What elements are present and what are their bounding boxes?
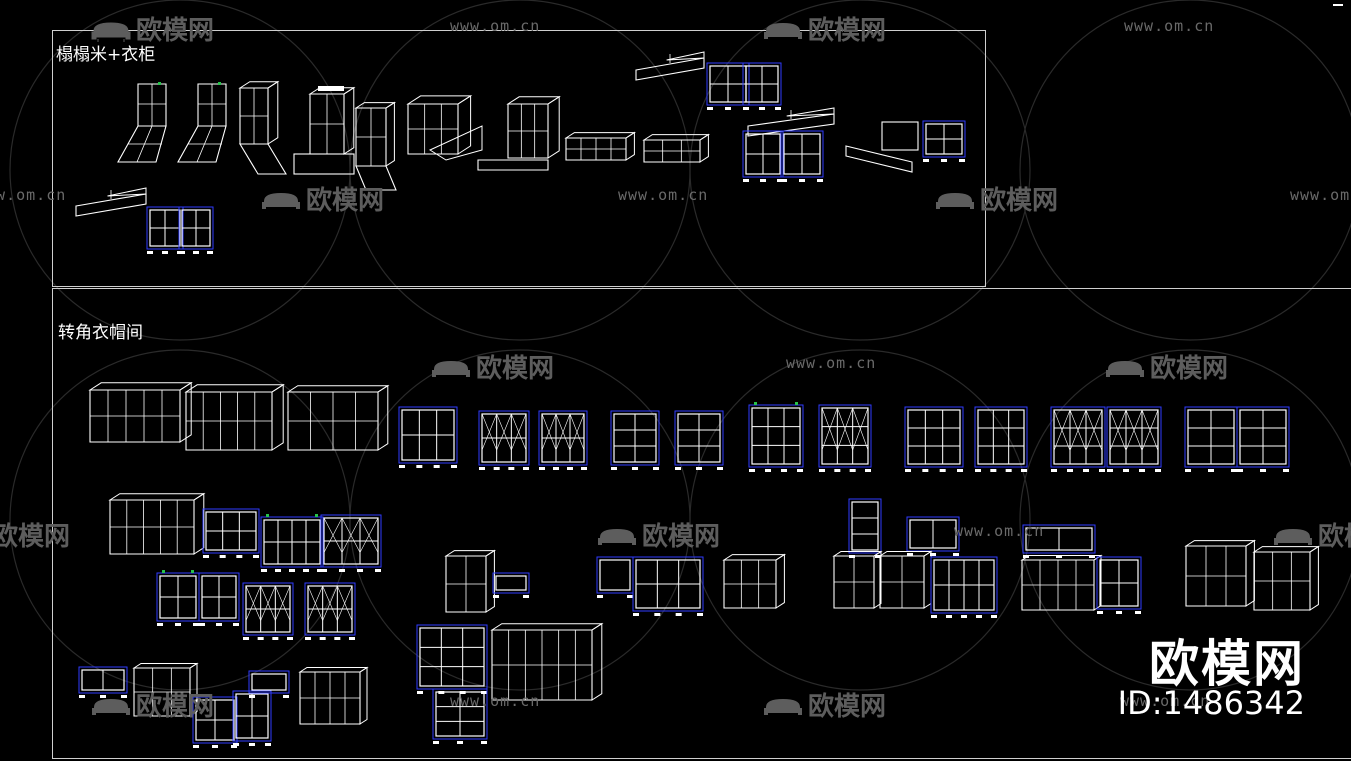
section-title-tatami: 榻榻米+衣柜 (56, 45, 156, 65)
watermark-logo: 欧模网 (596, 516, 720, 553)
dimension-frame (596, 556, 634, 594)
dimension-frame (198, 572, 240, 622)
sofa-icon (936, 192, 974, 209)
sofa-icon (1106, 360, 1144, 377)
dimension-frame (78, 666, 128, 694)
cabinet-elevation (821, 407, 869, 465)
cabinet-elevation (251, 673, 287, 691)
dimension-frame (904, 406, 964, 468)
bed (75, 193, 147, 217)
sofa-icon (432, 360, 470, 377)
frame-tatami (52, 30, 986, 287)
watermark-url: www.om.cn (1290, 186, 1351, 204)
section-title-corner-closet: 转角衣帽间 (58, 323, 143, 343)
cabinet-elevation (851, 501, 879, 551)
dimension-frame (906, 516, 960, 552)
cabinet-elevation (599, 559, 631, 591)
dimension-frame (610, 410, 660, 466)
dimension-frame (748, 404, 804, 468)
dimension-frame (1022, 524, 1096, 554)
dimension-frame (260, 516, 324, 568)
watermark-logo: 欧模网 (0, 522, 71, 552)
dimension-frame (478, 410, 530, 466)
brand-logo-text: 欧模网 (1149, 635, 1305, 693)
dimension-frame (742, 62, 782, 106)
cabinet-elevation (1109, 409, 1159, 465)
watermark-logo: 欧模网 (430, 348, 554, 385)
bed (747, 113, 835, 137)
watermark-logo: 欧模网 (90, 686, 214, 723)
sofa-icon (1274, 528, 1312, 545)
watermark-url: www.om.cn (786, 354, 877, 372)
dimension-frame (320, 514, 382, 568)
frame-corner (52, 288, 1351, 759)
dimension-frame (248, 670, 290, 694)
cabinet-elevation (751, 407, 801, 465)
dimension-frame (202, 508, 260, 554)
cabinet-elevation (907, 409, 961, 465)
dimension-frame (674, 410, 724, 466)
dimension-frame (232, 690, 272, 742)
watermark-logo: 欧模网 (762, 686, 886, 723)
sofa-icon (598, 528, 636, 545)
dimension-frame (416, 624, 488, 690)
sofa-icon (91, 21, 131, 42)
dimension-frame (1106, 406, 1162, 468)
watermark-url: www.om.cn (1124, 17, 1215, 35)
watermark-logo: 欧模网 (934, 180, 1058, 217)
dimension-frame (930, 556, 998, 614)
dimension-frame (1050, 406, 1106, 468)
sofa-icon (92, 698, 130, 715)
cabinet-elevation (419, 627, 485, 687)
sofa-icon (764, 22, 802, 39)
watermark-logo: 欧模网 (762, 10, 886, 47)
dimension-frame (818, 404, 872, 468)
dimension-frame (178, 206, 214, 250)
dimension-frame (1096, 556, 1142, 610)
dimension-frame (848, 498, 882, 554)
dimension-frame (632, 556, 704, 612)
watermark-url: www.om.cn (450, 17, 541, 35)
watermark-url: www.om.cn (450, 692, 541, 710)
asset-id: ID:1486342 (1117, 684, 1305, 722)
watermark-url: www.om.cn (0, 186, 67, 204)
minimize-icon[interactable] (1333, 4, 1343, 6)
cabinet-elevation (495, 575, 527, 591)
watermark-url: www.om.cn (1120, 692, 1211, 710)
cabinet-elevation (1053, 409, 1103, 465)
dimension-frame (492, 572, 530, 594)
bed (635, 57, 705, 81)
dimension-frame (1236, 406, 1290, 468)
dimension-frame (192, 696, 238, 744)
dimension-frame (432, 688, 488, 740)
dimension-frame (780, 130, 824, 178)
watermark-logo: 欧模网 (1104, 348, 1228, 385)
watermark-arcs (9, 0, 1351, 691)
cabinet-elevation (977, 409, 1025, 465)
dimension-frame (304, 582, 356, 636)
dimension-frame (398, 406, 458, 464)
watermark-url: www.om.cn (954, 522, 1045, 540)
watermark-logo: 欧模网 (1272, 516, 1351, 553)
sofa-icon (764, 698, 802, 715)
sofa-icon (262, 192, 300, 209)
watermark-logo: 欧模网 (260, 180, 384, 217)
dimension-frame (922, 120, 966, 158)
dimension-frame (242, 582, 294, 636)
watermark-url: www.om.cn (618, 186, 709, 204)
dimension-frame (974, 406, 1028, 468)
dimension-frame (538, 410, 588, 466)
dimension-frame (742, 130, 784, 178)
watermark-logo: 欧模网 (90, 10, 214, 47)
